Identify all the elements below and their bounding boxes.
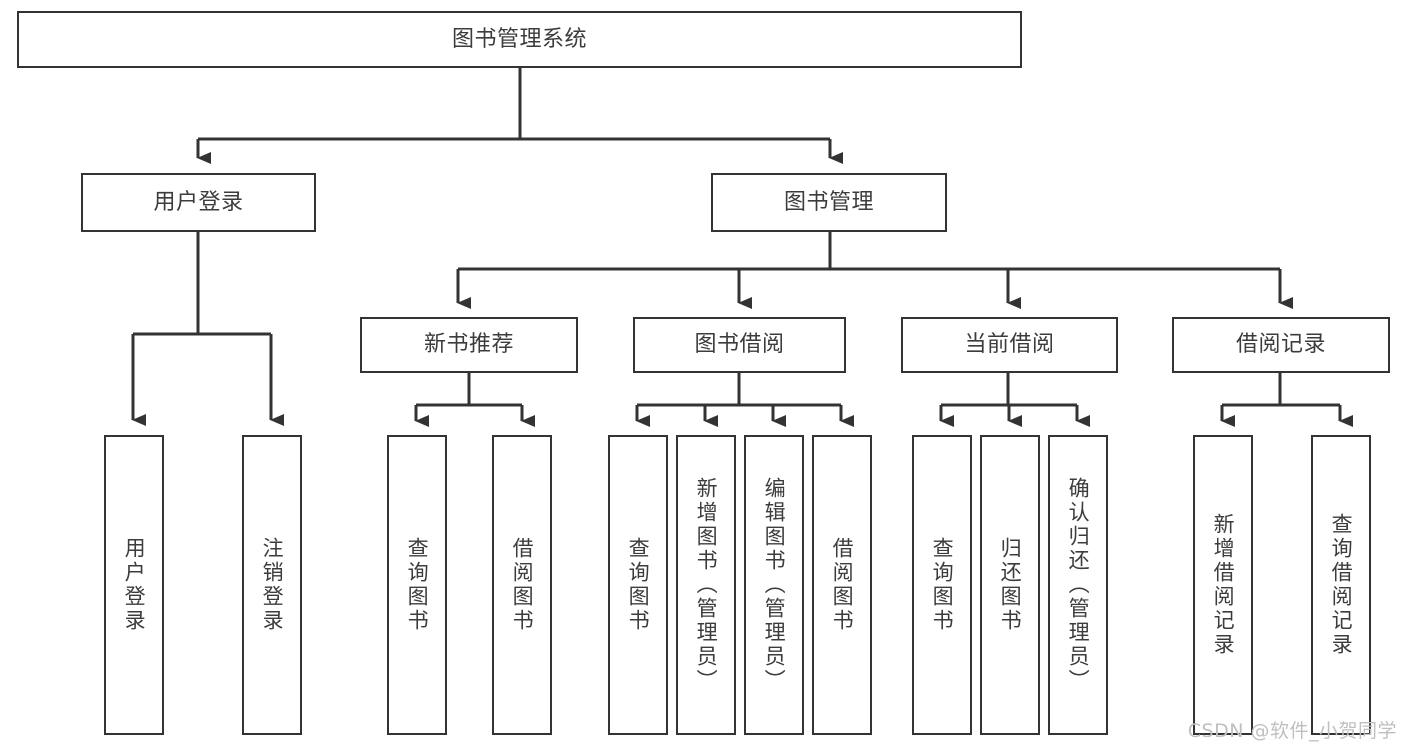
node-leaf-query-borrow-record-label: 查询借阅记录 bbox=[1329, 513, 1354, 657]
node-user-login-label: 用户登录 bbox=[153, 189, 244, 215]
node-leaf-user-login[interactable]: 用户登录 bbox=[104, 435, 164, 735]
node-leaf-borrow-book-1[interactable]: 借阅图书 bbox=[492, 435, 552, 735]
node-leaf-logout[interactable]: 注销登录 bbox=[242, 435, 302, 735]
node-leaf-confirm-return[interactable]: 确认归还（管理员） bbox=[1048, 435, 1108, 735]
node-leaf-query-book-2-label: 查询图书 bbox=[626, 537, 651, 633]
node-book-management-label: 图书管理 bbox=[783, 189, 874, 215]
node-leaf-query-book-2[interactable]: 查询图书 bbox=[608, 435, 668, 735]
node-new-book-recommend-label: 新书推荐 bbox=[423, 332, 514, 358]
node-leaf-add-borrow-record-label: 新增借阅记录 bbox=[1211, 513, 1236, 657]
node-root[interactable]: 图书管理系统 bbox=[17, 11, 1022, 68]
node-root-label: 图书管理系统 bbox=[451, 26, 587, 52]
node-leaf-borrow-book-2[interactable]: 借阅图书 bbox=[812, 435, 872, 735]
node-leaf-return-book[interactable]: 归还图书 bbox=[980, 435, 1040, 735]
node-user-login[interactable]: 用户登录 bbox=[81, 173, 316, 232]
node-new-book-recommend[interactable]: 新书推荐 bbox=[360, 317, 578, 373]
node-leaf-borrow-book-1-label: 借阅图书 bbox=[510, 537, 535, 633]
node-leaf-edit-book-label: 编辑图书（管理员） bbox=[762, 477, 787, 693]
watermark: CSDN @软件_小贺同学 bbox=[1187, 720, 1397, 742]
node-leaf-user-login-label: 用户登录 bbox=[122, 537, 147, 633]
node-leaf-logout-label: 注销登录 bbox=[260, 537, 285, 633]
node-leaf-query-book-3[interactable]: 查询图书 bbox=[912, 435, 972, 735]
node-leaf-borrow-book-2-label: 借阅图书 bbox=[830, 537, 855, 633]
node-leaf-edit-book[interactable]: 编辑图书（管理员） bbox=[744, 435, 804, 735]
node-current-borrow-label: 当前借阅 bbox=[964, 332, 1055, 358]
node-borrow-records[interactable]: 借阅记录 bbox=[1172, 317, 1390, 373]
node-book-management[interactable]: 图书管理 bbox=[711, 173, 947, 232]
node-borrow-records-label: 借阅记录 bbox=[1235, 332, 1326, 358]
node-leaf-return-book-label: 归还图书 bbox=[998, 537, 1023, 633]
node-leaf-query-book-1[interactable]: 查询图书 bbox=[387, 435, 447, 735]
node-leaf-query-book-1-label: 查询图书 bbox=[405, 537, 430, 633]
node-leaf-add-book[interactable]: 新增图书（管理员） bbox=[676, 435, 736, 735]
node-current-borrow[interactable]: 当前借阅 bbox=[901, 317, 1118, 373]
node-leaf-query-borrow-record[interactable]: 查询借阅记录 bbox=[1311, 435, 1371, 735]
node-leaf-add-borrow-record[interactable]: 新增借阅记录 bbox=[1193, 435, 1253, 735]
node-leaf-query-book-3-label: 查询图书 bbox=[930, 537, 955, 633]
node-leaf-confirm-return-label: 确认归还（管理员） bbox=[1066, 477, 1091, 693]
node-leaf-add-book-label: 新增图书（管理员） bbox=[694, 477, 719, 693]
node-book-borrow-label: 图书借阅 bbox=[694, 332, 785, 358]
node-book-borrow[interactable]: 图书借阅 bbox=[633, 317, 846, 373]
